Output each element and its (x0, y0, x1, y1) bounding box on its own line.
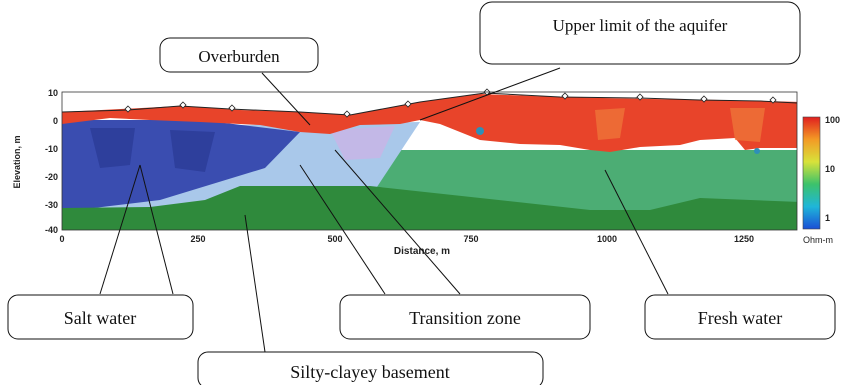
y-tick-label: -20 (45, 172, 58, 182)
callout-transition-zone: Transition zone (339, 294, 591, 340)
x-axis: 0 250 500 750 1000 1250 Distance, m (59, 234, 754, 257)
y-tick-label: -40 (45, 225, 58, 235)
y-tick-label: 10 (48, 88, 58, 98)
overburden-label: Overburden (198, 47, 280, 66)
y-tick-label: -10 (45, 144, 58, 154)
topography-line (61, 92, 798, 116)
resistivity-section (62, 94, 797, 230)
colorbar: 100 10 1 Ohm-m (802, 115, 840, 245)
x-tick-label: 0 (59, 234, 64, 244)
callout-basement: Silty-clayey basement (197, 351, 544, 385)
transition-zone-label: Transition zone (409, 308, 521, 328)
colorbar-unit: Ohm-m (803, 235, 833, 245)
fresh-water-label: Fresh water (698, 308, 782, 328)
colorbar-tick: 1 (825, 213, 830, 223)
callout-aquifer-limit: Upper limit of the aquifer (479, 1, 801, 65)
callout-salt-water: Salt water (7, 294, 194, 340)
basement-label: Silty-clayey basement (290, 362, 449, 382)
x-tick-label: 500 (327, 234, 342, 244)
x-tick-label: 750 (463, 234, 478, 244)
aquifer-limit-label: Upper limit of the aquifer (553, 16, 728, 35)
x-tick-label: 1250 (734, 234, 754, 244)
x-tick-label: 250 (190, 234, 205, 244)
y-tick-label: 0 (53, 116, 58, 126)
y-axis-label: Elevation, m (12, 135, 22, 188)
electrode-markers (124, 88, 777, 118)
x-tick-label: 1000 (597, 234, 617, 244)
y-tick-label: -30 (45, 200, 58, 210)
colorbar-tick: 10 (825, 164, 835, 174)
callout-fresh-water: Fresh water (644, 294, 836, 340)
y-axis: 10 0 -10 -20 -30 -40 Elevation, m (12, 88, 58, 235)
colorbar-tick: 100 (825, 115, 840, 125)
x-axis-label: Distance, m (394, 246, 450, 257)
callout-overburden: Overburden (159, 37, 319, 73)
salt-water-label: Salt water (64, 308, 136, 328)
callout-pointers (99, 67, 669, 353)
